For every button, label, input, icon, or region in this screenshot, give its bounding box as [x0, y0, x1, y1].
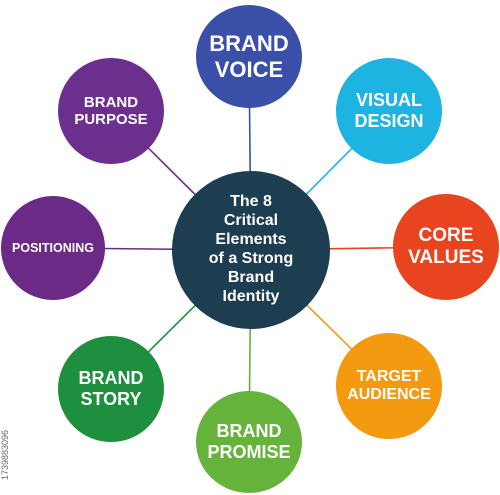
node-brand-promise: BRAND PROMISE [196, 391, 302, 493]
node-brand-promise-label: BRAND PROMISE [207, 421, 291, 462]
node-brand-purpose-label: BRAND PURPOSE [74, 93, 148, 128]
node-core-values-label: CORE VALUES [408, 225, 484, 268]
node-brand-voice: BRAND VOICE [196, 5, 302, 108]
stock-watermark-id: 1739883096 [0, 429, 10, 480]
node-positioning-label: POSITIONING [12, 240, 94, 255]
node-brand-story-label: BRAND STORY [78, 368, 144, 409]
node-brand-purpose: BRAND PURPOSE [58, 58, 164, 164]
node-brand-voice-label: BRAND VOICE [209, 31, 289, 82]
node-target-audience: TARGET AUDIENCE [336, 333, 442, 439]
node-positioning: POSITIONING [1, 196, 105, 300]
node-core-values: CORE VALUES [393, 194, 499, 300]
node-visual-design-label: VISUAL DESIGN [354, 90, 424, 131]
node-target-audience-label: TARGET AUDIENCE [347, 367, 431, 403]
center-hub: The 8 Critical Elements of a Strong Bran… [172, 171, 330, 329]
center-hub-label: The 8 Critical Elements of a Strong Bran… [208, 193, 294, 305]
node-brand-story: BRAND STORY [58, 336, 164, 442]
node-visual-design: VISUAL DESIGN [336, 58, 442, 164]
